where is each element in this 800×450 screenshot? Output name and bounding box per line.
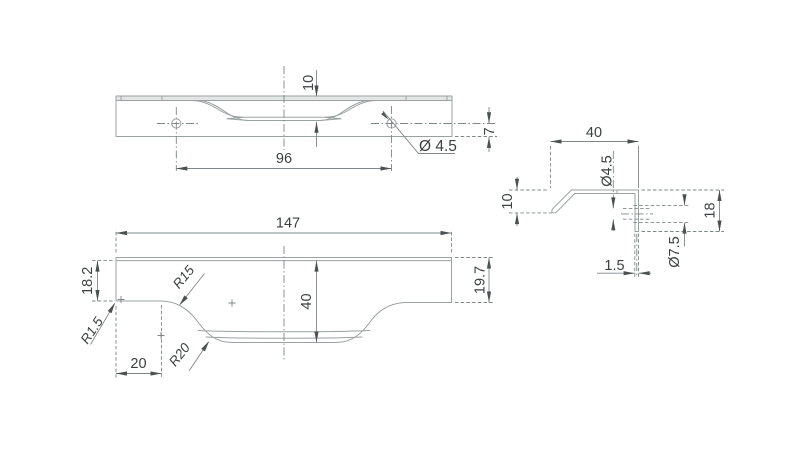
dim-total-length-label: 147 bbox=[276, 216, 300, 232]
radius-center-marks bbox=[117, 296, 236, 339]
label-hole-diameter: Ø 4.5 bbox=[419, 138, 457, 155]
dim-right-end-height: 19.7 bbox=[455, 257, 494, 303]
dim-hole-spacing: 96 bbox=[176, 151, 392, 171]
leader-arrowhead bbox=[201, 341, 210, 352]
dim-left-end-height-label: 18.2 bbox=[80, 267, 96, 295]
plan-outline bbox=[115, 257, 452, 343]
label-corner-radius: R1.5 bbox=[78, 314, 107, 346]
leader-radius-r20: R20 bbox=[166, 340, 210, 372]
leader-arrowhead bbox=[381, 111, 389, 120]
front-centerlines bbox=[157, 66, 497, 171]
front-recess-crease bbox=[226, 116, 342, 121]
dim-left-end-height: 18.2 bbox=[80, 260, 114, 302]
leader-radius-r15: R15 bbox=[170, 262, 205, 306]
label-counterbore: Ø7.5 bbox=[667, 236, 683, 267]
side-profile-outline bbox=[551, 189, 639, 232]
dim-front-lip-drop-label: 10 bbox=[500, 193, 516, 209]
side-leg-extension-lines bbox=[634, 233, 639, 278]
dim-hole-offset: 7 bbox=[455, 107, 498, 152]
side-hidden-hole-lines bbox=[623, 204, 690, 223]
label-screw-hole: Ø4.5 bbox=[600, 155, 616, 186]
dim-top-width: 40 bbox=[550, 125, 639, 188]
dim-recess-depth: 10 bbox=[301, 70, 319, 147]
dim-top-width-label: 40 bbox=[586, 125, 602, 141]
dim-leg-thickness-label: 1.5 bbox=[604, 258, 624, 274]
dim-hole-spacing-label: 96 bbox=[276, 151, 292, 167]
dim-leg-height-label: 18 bbox=[703, 202, 719, 218]
dim-total-length: 147 bbox=[115, 216, 452, 253]
dim-end-segment: 20 bbox=[115, 305, 162, 378]
leader-hole-diameter: Ø 4.5 bbox=[381, 110, 457, 155]
label-radius-r20: R20 bbox=[166, 340, 193, 369]
front-lip-seams bbox=[120, 95, 448, 101]
dim-screw-hole: Ø4.5 bbox=[600, 151, 616, 231]
dim-leg-thickness: 1.5 bbox=[597, 258, 651, 276]
front-view: 10 96 Ø 4.5 7 bbox=[115, 66, 498, 171]
dim-recess-width: 40 bbox=[299, 260, 319, 343]
leader-arrowhead bbox=[179, 295, 188, 306]
dim-recess-depth-label: 10 bbox=[301, 75, 317, 91]
leader-corner-radius: R1.5 bbox=[78, 302, 116, 347]
leader-arrowhead bbox=[107, 302, 116, 314]
dim-counterbore: Ø7.5 bbox=[667, 194, 687, 268]
dim-front-lip-drop: 10 bbox=[500, 177, 552, 226]
dim-leg-height: 18 bbox=[641, 189, 724, 232]
dim-right-end-height-label: 19.7 bbox=[473, 266, 489, 294]
dim-hole-offset-label: 7 bbox=[482, 127, 498, 135]
side-hole-centerlines bbox=[621, 213, 653, 276]
plan-view: 147 18.2 19.7 40 20 R15 bbox=[78, 216, 494, 378]
dim-end-segment-label: 20 bbox=[130, 356, 146, 372]
dim-recess-width-label: 40 bbox=[299, 293, 315, 309]
side-view: 40 Ø4.5 10 18 Ø7.5 1.5 bbox=[500, 125, 724, 278]
